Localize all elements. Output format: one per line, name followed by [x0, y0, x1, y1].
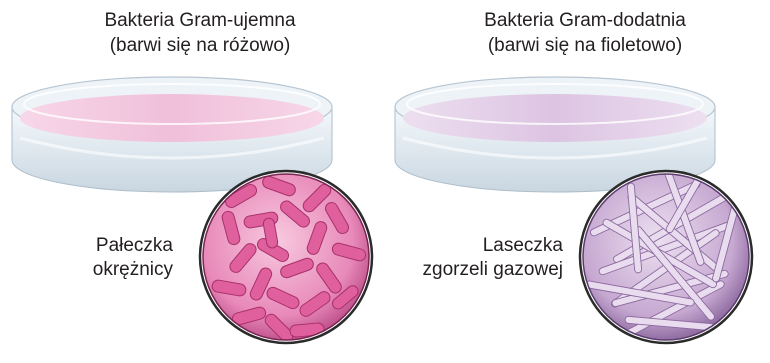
caption-line-2: zgorzeli gazowej	[423, 258, 563, 282]
gram-positive-caption: Laseczka zgorzeli gazowej	[423, 234, 563, 282]
magnified-view	[200, 171, 372, 344]
gram-negative-illustration	[0, 0, 385, 363]
gram-positive-panel: Bakteria Gram-dodatnia (barwi się na fio…	[385, 0, 770, 363]
caption-line-2: okrężnicy	[93, 258, 173, 282]
gram-negative-panel: Bakteria Gram-ujemna (barwi się na różow…	[0, 0, 385, 363]
caption-line-1: Laseczka	[423, 234, 563, 258]
gram-positive-illustration	[385, 0, 770, 363]
caption-line-1: Pałeczka	[93, 234, 173, 258]
gram-negative-caption: Pałeczka okrężnicy	[93, 234, 173, 282]
